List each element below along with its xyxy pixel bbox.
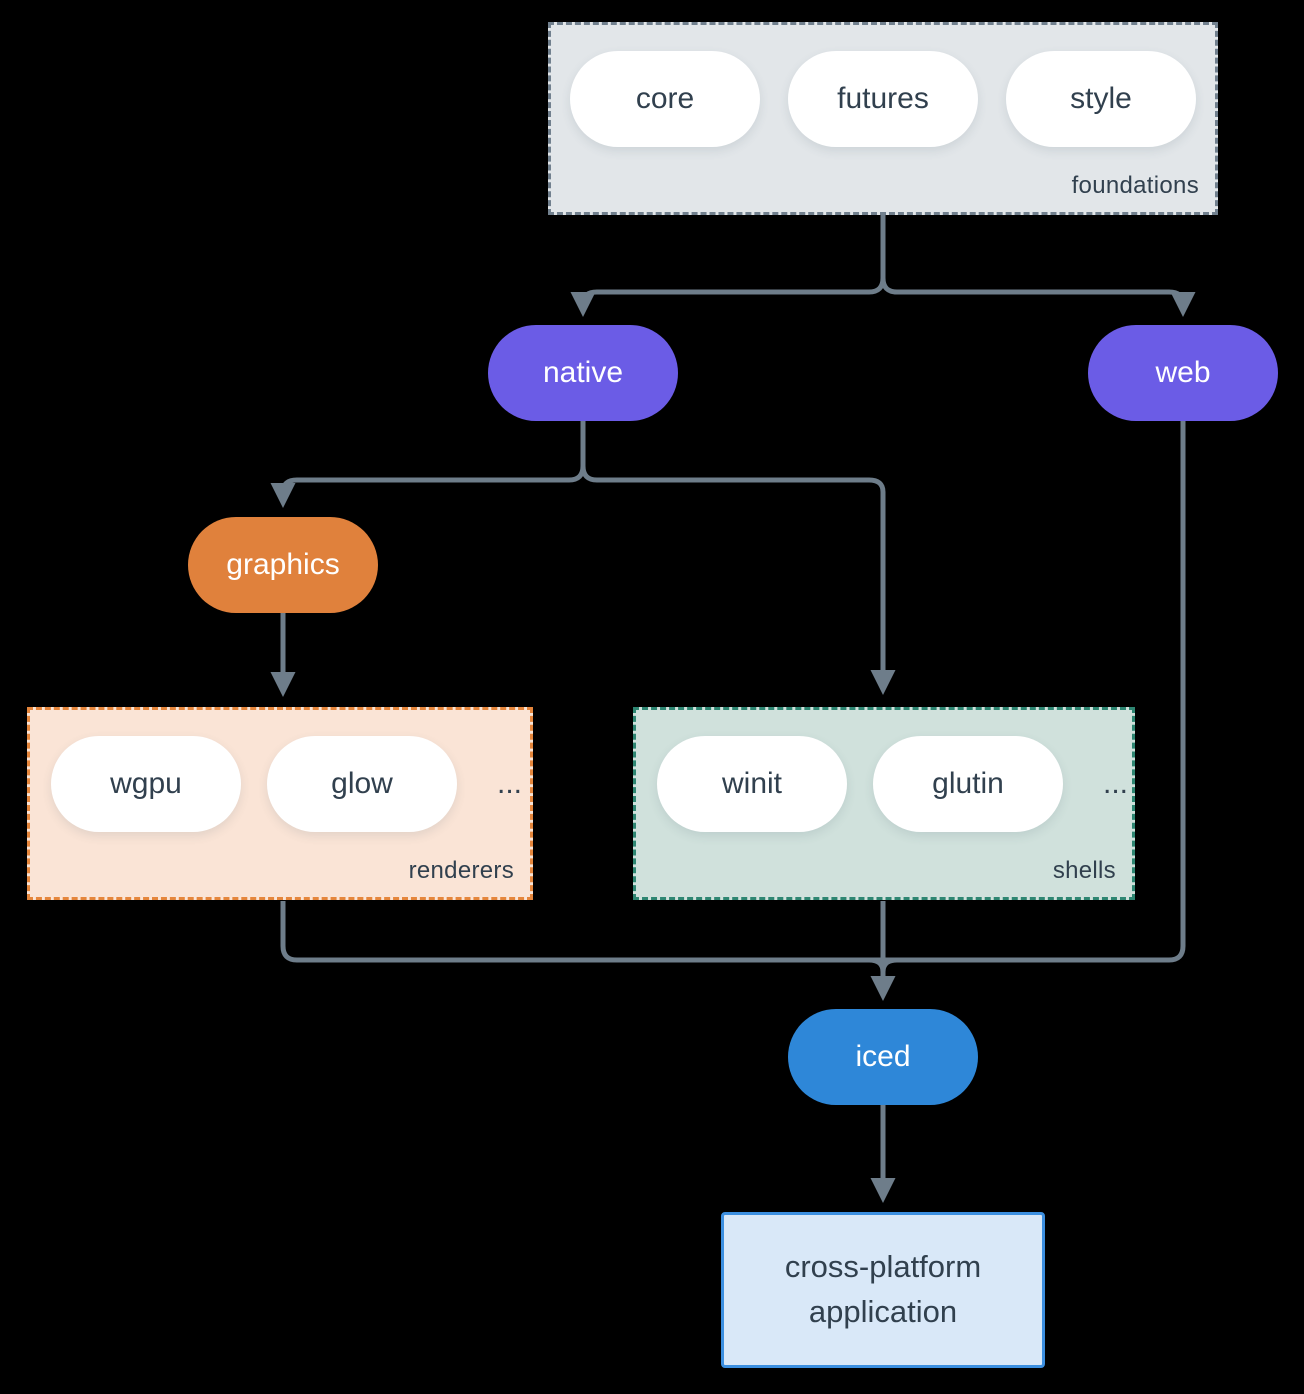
node-iced: iced — [788, 1009, 978, 1105]
shells-pill-row: winit glutin ... — [636, 710, 1132, 832]
renderers-ellipsis: ... — [497, 767, 523, 800]
connector-foundations-to-native — [570, 215, 886, 317]
foundations-pill-row: core futures style — [551, 25, 1215, 147]
node-winit: winit — [657, 736, 847, 832]
shells-ellipsis: ... — [1103, 767, 1129, 800]
node-style: style — [1006, 51, 1196, 147]
renderers-pill-row: wgpu glow ... — [30, 710, 530, 832]
connector-foundations-to-web — [880, 215, 1196, 317]
connector-merge-fillet-right — [880, 957, 898, 973]
node-glow: glow — [267, 736, 457, 832]
node-glutin: glutin — [873, 736, 1063, 832]
node-native: native — [488, 325, 678, 421]
node-graphics: graphics — [188, 517, 378, 613]
group-shells: winit glutin ... shells — [633, 707, 1135, 900]
node-futures: futures — [788, 51, 978, 147]
node-wgpu: wgpu — [51, 736, 241, 832]
group-renderers: wgpu glow ... renderers — [27, 707, 533, 900]
node-core: core — [570, 51, 760, 147]
group-foundations: core futures style foundations — [548, 22, 1218, 215]
node-cross-platform-application: cross-platform application — [721, 1212, 1045, 1368]
node-web: web — [1088, 325, 1278, 421]
shells-label: shells — [1052, 857, 1116, 884]
connector-merge-fillet-left — [868, 957, 886, 973]
foundations-label: foundations — [1071, 172, 1199, 199]
connector-native-to-shells — [580, 421, 896, 695]
connector-native-to-graphics — [270, 421, 586, 508]
renderers-label: renderers — [408, 857, 514, 884]
